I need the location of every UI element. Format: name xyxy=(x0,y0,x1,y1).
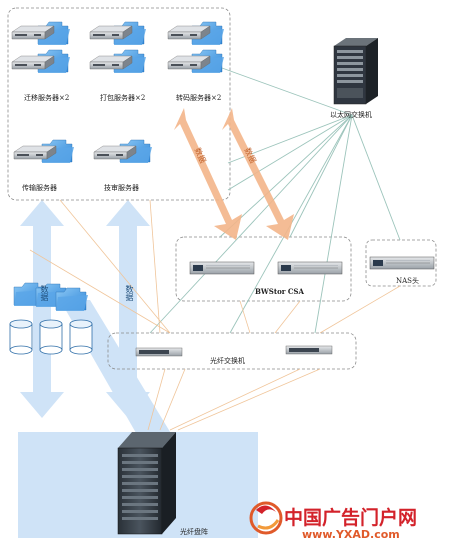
server-group-3 xyxy=(167,21,225,74)
folders-icon xyxy=(13,282,89,312)
arrow-data-left xyxy=(20,200,64,418)
label-server-2: 打包服务器×2 xyxy=(100,94,146,102)
label-ethernet-switch: 以太网交换机 xyxy=(330,111,372,119)
server-group-5 xyxy=(93,139,153,164)
watermark-logo-icon xyxy=(249,501,283,535)
fc-switch-icon xyxy=(135,345,333,357)
nas-head-icon xyxy=(369,256,435,270)
group-boxes xyxy=(7,7,437,370)
arrow-caption-left: 数据 xyxy=(40,285,49,301)
label-fc-switch: 光纤交换机 xyxy=(210,357,245,365)
label-storage: BWStor CSA xyxy=(255,287,304,296)
arrow-data-middle xyxy=(106,200,150,418)
ethernet-switch-icon xyxy=(333,38,378,105)
label-server-3: 转码服务器×2 xyxy=(176,94,222,102)
label-disk-array: 光纤盘阵 xyxy=(180,528,208,536)
disk-array-icon xyxy=(117,432,176,535)
server-group-1 xyxy=(11,21,71,74)
watermark-url: www.YXAD.com xyxy=(302,528,400,541)
watermark-title: 中国广告门户网 xyxy=(284,507,418,529)
label-server-4: 传输服务器 xyxy=(22,184,57,192)
label-server-1: 迁移服务器×2 xyxy=(24,94,70,102)
fiber-links xyxy=(29,199,401,431)
label-server-5: 技审服务器 xyxy=(104,184,139,192)
orange-arrows xyxy=(174,108,294,240)
server-group-2 xyxy=(89,21,147,74)
server-group-4 xyxy=(13,139,75,164)
database-icon xyxy=(9,319,93,355)
label-nas: NAS头 xyxy=(396,277,419,285)
arrow-caption-middle: 数据 xyxy=(125,285,134,301)
